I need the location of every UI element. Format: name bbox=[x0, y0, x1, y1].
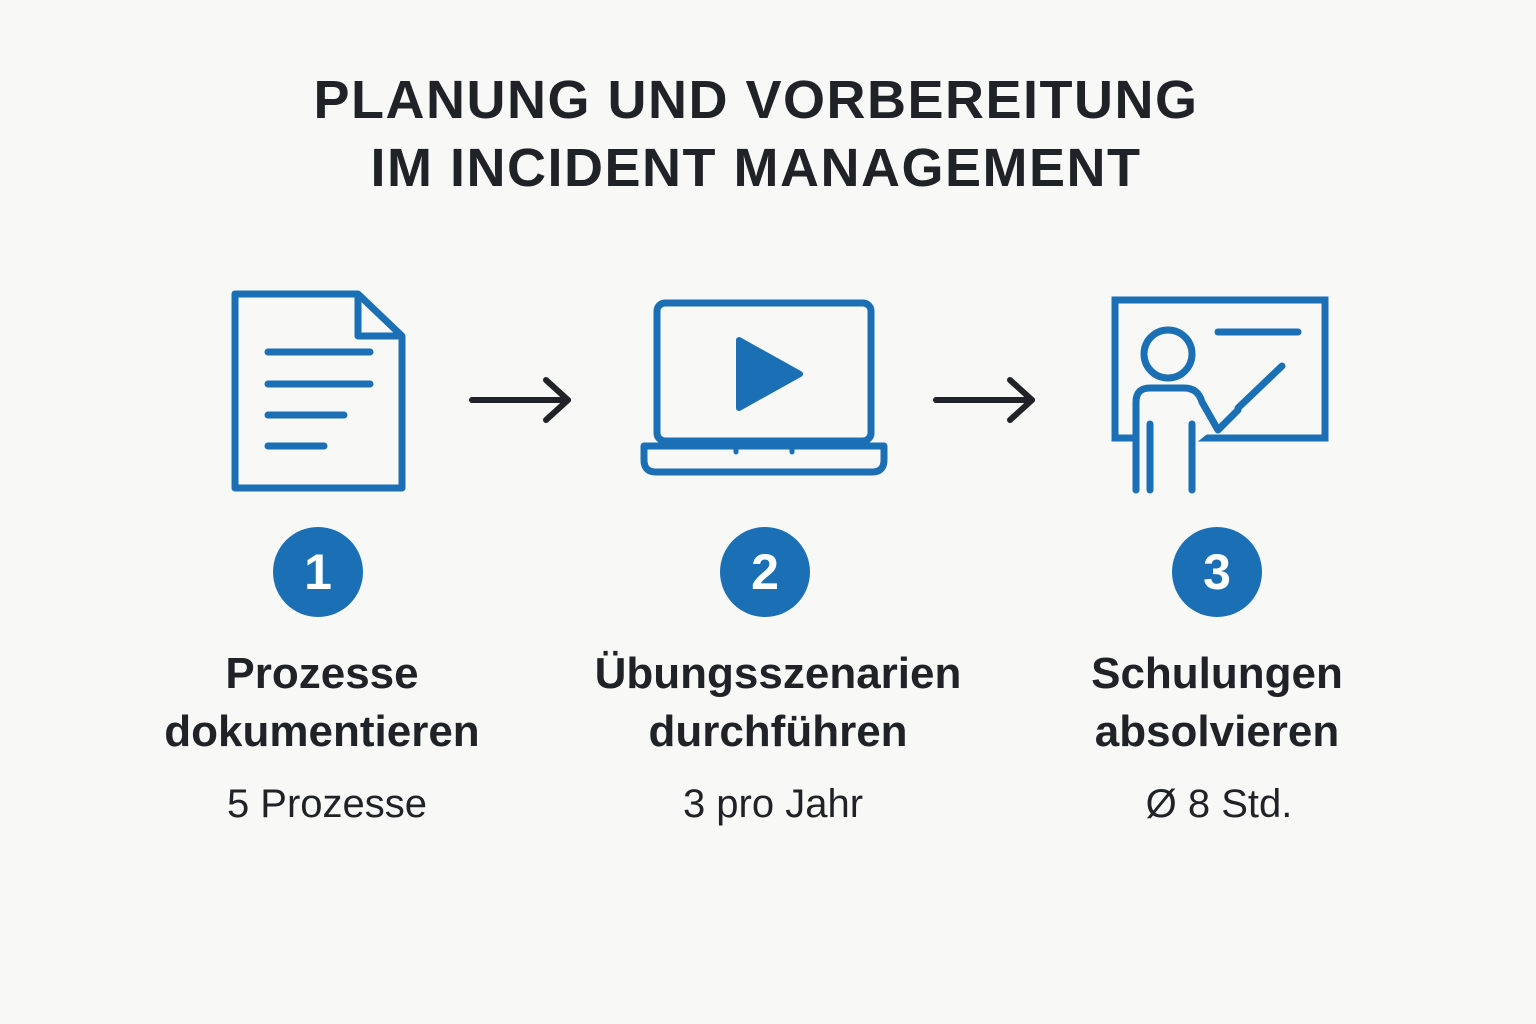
step-metric: Ø 8 Std. bbox=[1145, 782, 1293, 826]
title-line-1: PLANUNG UND VORBEREITUNG bbox=[313, 70, 1199, 130]
step-label-line-2: dokumentieren bbox=[164, 707, 480, 756]
step-number-badge: 1 bbox=[273, 527, 363, 617]
step-metric: 5 Prozesse bbox=[226, 782, 428, 826]
step-label: Prozesse dokumentieren bbox=[102, 645, 542, 761]
title-line-2: IM INCIDENT MANAGEMENT bbox=[370, 138, 1142, 198]
step-label-line-1: Übungsszenarien bbox=[594, 649, 962, 698]
step-label: Schulungen absolvieren bbox=[997, 645, 1437, 761]
document-icon bbox=[231, 290, 406, 492]
step-metric: 3 pro Jahr bbox=[682, 782, 864, 826]
arrow-right-icon bbox=[933, 377, 1035, 423]
page-title: PLANUNG UND VORBEREITUNG IM INCIDENT MAN… bbox=[0, 66, 1512, 202]
presenter-board-icon bbox=[1111, 296, 1329, 494]
step-label-line-1: Schulungen bbox=[1091, 649, 1343, 698]
step-label-line-2: absolvieren bbox=[1094, 707, 1340, 756]
step-label-line-1: Prozesse bbox=[225, 649, 419, 698]
step-label-line-2: durchführen bbox=[648, 707, 908, 756]
laptop-play-icon bbox=[640, 299, 888, 476]
step-number-badge: 3 bbox=[1172, 527, 1262, 617]
arrow-right-icon bbox=[469, 377, 571, 423]
step-label: Übungsszenarien durchführen bbox=[558, 645, 998, 761]
step-number-badge: 2 bbox=[720, 527, 810, 617]
